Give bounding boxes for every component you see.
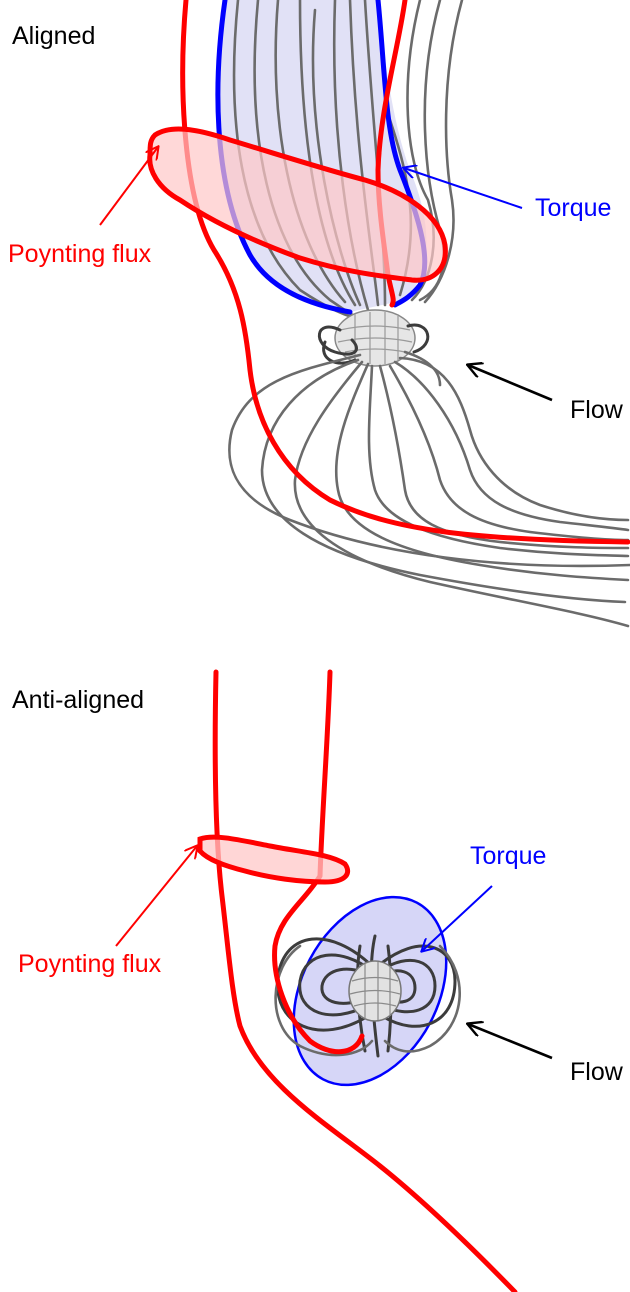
central-object [319,310,427,366]
central-object [349,961,401,1021]
flow-arrow [468,365,552,400]
flow-label: Flow [570,1060,623,1085]
panel-title: Aligned [12,24,95,49]
poynting-flux-label: Poynting flux [18,952,161,977]
flow-arrow [468,1024,552,1058]
panel-aligned: Aligned Poynting flux Torque Flow [0,0,630,646]
poynting-arrow [116,846,197,946]
flow-label: Flow [570,398,623,423]
poynting-arrow [100,147,158,225]
panel-title: Anti-aligned [12,688,144,713]
aligned-diagram [0,0,630,646]
panel-anti-aligned: Anti-aligned Poynting flux Torque Flow [0,646,630,1292]
torque-label: Torque [470,844,546,869]
poynting-flux-label: Poynting flux [8,242,151,267]
field-lines-lower [229,352,630,626]
torque-label: Torque [535,196,611,221]
